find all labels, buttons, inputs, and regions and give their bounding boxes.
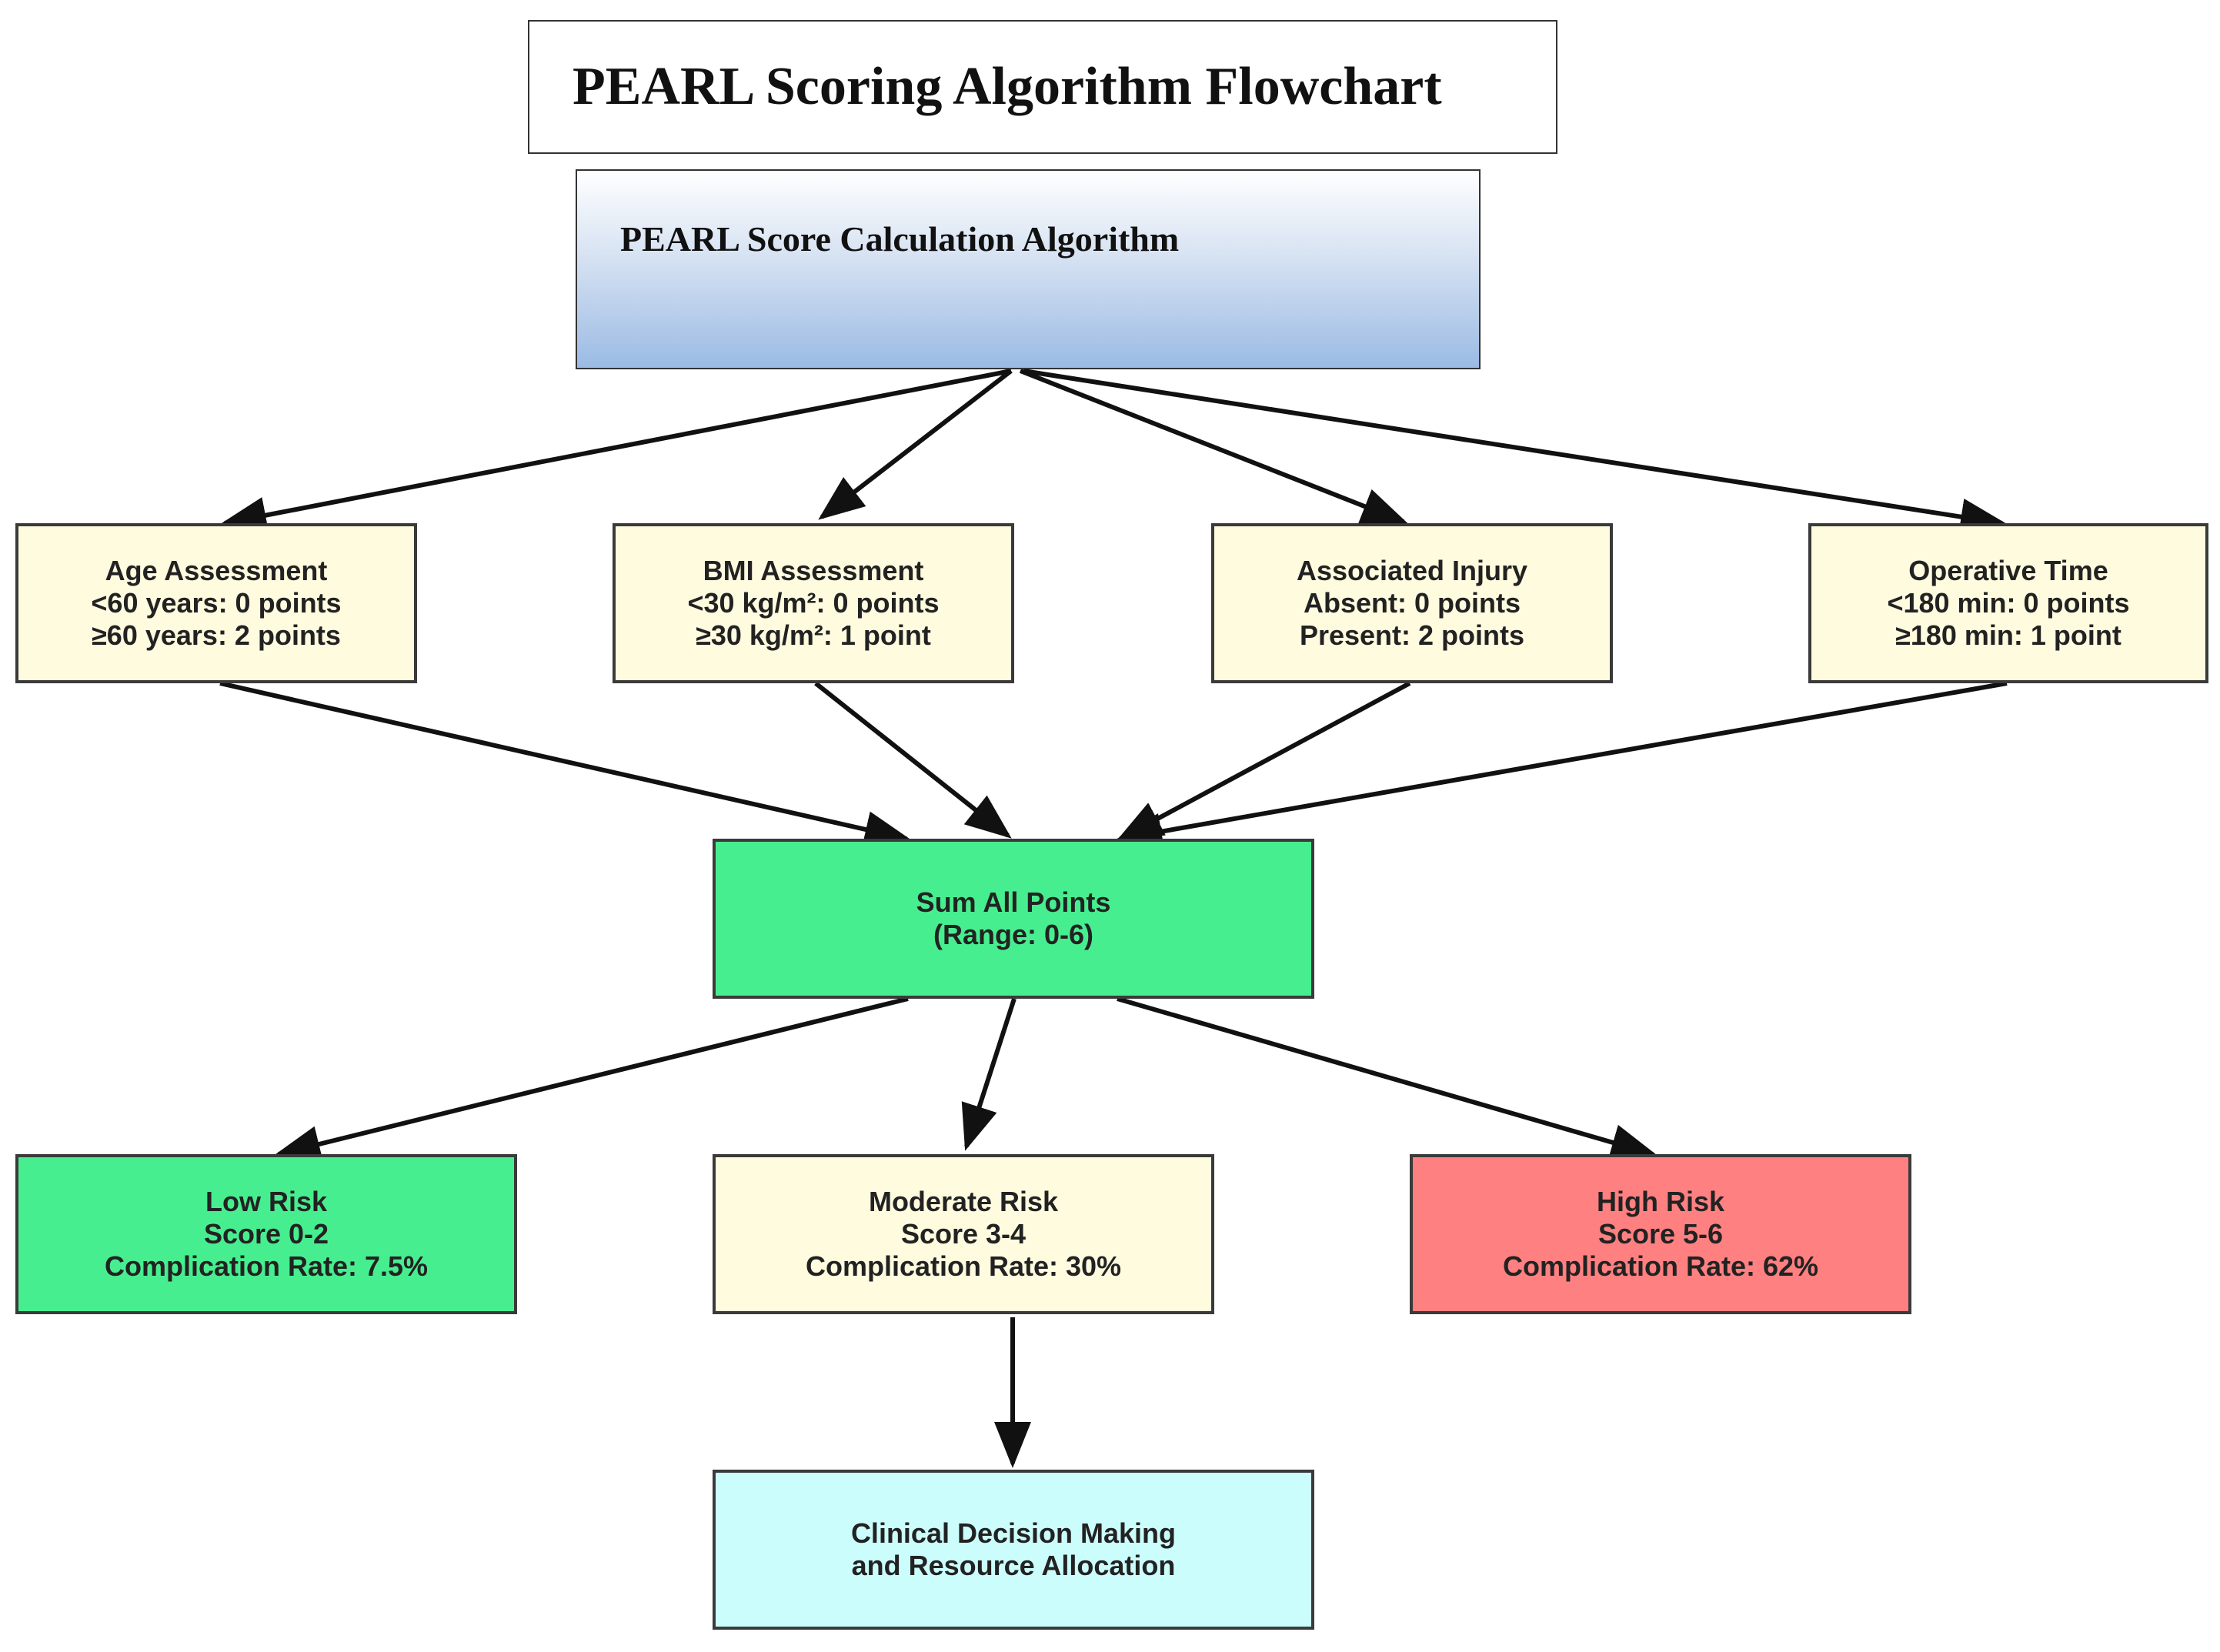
- age-assessment-title: Age Assessment: [105, 555, 328, 586]
- low-risk-complication-rate: Complication Rate: 7.5%: [104, 1250, 429, 1282]
- age-60-plus-rule: ≥60 years: 2 points: [92, 619, 341, 651]
- high-risk-box: High Risk Score 5-6 Complication Rate: 6…: [1410, 1154, 1911, 1314]
- age-assessment-box: Age Assessment <60 years: 0 points ≥60 y…: [15, 523, 417, 683]
- moderate-risk-box: Moderate Risk Score 3-4 Complication Rat…: [713, 1154, 1214, 1314]
- high-risk-complication-rate: Complication Rate: 62%: [1502, 1250, 1819, 1282]
- optime-under-180-rule: <180 min: 0 points: [1887, 587, 2130, 619]
- moderate-risk-complication-rate: Complication Rate: 30%: [805, 1250, 1122, 1282]
- flowchart-title: PEARL Scoring Algorithm Flowchart: [573, 57, 1442, 116]
- bmi-30-plus-rule: ≥30 kg/m²: 1 point: [696, 619, 931, 651]
- high-risk-score: Score 5-6: [1597, 1218, 1724, 1250]
- arrow-algorithm-to-age: [220, 369, 1012, 534]
- arrow-algorithm-to-injury: [1019, 369, 1408, 524]
- arrow-bmi-to-sum: [814, 681, 1012, 839]
- high-risk-title: High Risk: [1596, 1186, 1725, 1217]
- algorithm-box: PEARL Score Calculation Algorithm: [576, 169, 1481, 369]
- low-risk-box: Low Risk Score 0-2 Complication Rate: 7.…: [15, 1154, 517, 1314]
- arrow-sum-to-moderate: [961, 998, 1017, 1151]
- arrow-sum-to-low: [274, 996, 909, 1163]
- associated-injury-box: Associated Injury Absent: 0 points Prese…: [1211, 523, 1613, 683]
- clinical-decision-box: Clinical Decision Making and Resource Al…: [713, 1470, 1314, 1630]
- arrow-algorithm-to-bmi: [818, 369, 1013, 520]
- bmi-assessment-title: BMI Assessment: [703, 555, 924, 586]
- low-risk-title: Low Risk: [205, 1186, 328, 1217]
- bmi-under-30-rule: <30 kg/m²: 0 points: [687, 587, 940, 619]
- bmi-assessment-box: BMI Assessment <30 kg/m²: 0 points ≥30 k…: [613, 523, 1014, 683]
- low-risk-score: Score 0-2: [203, 1218, 329, 1250]
- arrow-age-to-sum: [219, 681, 911, 848]
- optime-180-plus-rule: ≥180 min: 1 point: [1895, 619, 2122, 651]
- moderate-risk-title: Moderate Risk: [868, 1186, 1059, 1217]
- injury-present-rule: Present: 2 points: [1299, 619, 1525, 651]
- sum-points-range: (Range: 0-6): [933, 919, 1094, 950]
- sum-points-title: Sum All Points: [916, 886, 1111, 918]
- title-box: PEARL Scoring Algorithm Flowchart: [528, 20, 1557, 154]
- injury-absent-rule: Absent: 0 points: [1303, 587, 1521, 619]
- algorithm-label: PEARL Score Calculation Algorithm: [620, 219, 1180, 259]
- arrow-injury-to-sum: [1116, 681, 1411, 841]
- clinical-decision-line-1: Clinical Decision Making: [850, 1517, 1177, 1549]
- operative-time-title: Operative Time: [1908, 555, 2108, 586]
- sum-points-box: Sum All Points (Range: 0-6): [713, 839, 1314, 999]
- arrow-algorithm-to-optime: [1023, 369, 2007, 536]
- arrow-optime-to-sum: [1116, 681, 2008, 850]
- arrow-sum-to-high: [1117, 996, 1657, 1160]
- moderate-risk-score: Score 3-4: [900, 1218, 1027, 1250]
- associated-injury-title: Associated Injury: [1296, 555, 1528, 586]
- age-under-60-rule: <60 years: 0 points: [91, 587, 342, 619]
- operative-time-box: Operative Time <180 min: 0 points ≥180 m…: [1808, 523, 2208, 683]
- clinical-decision-line-2: and Resource Allocation: [851, 1550, 1176, 1581]
